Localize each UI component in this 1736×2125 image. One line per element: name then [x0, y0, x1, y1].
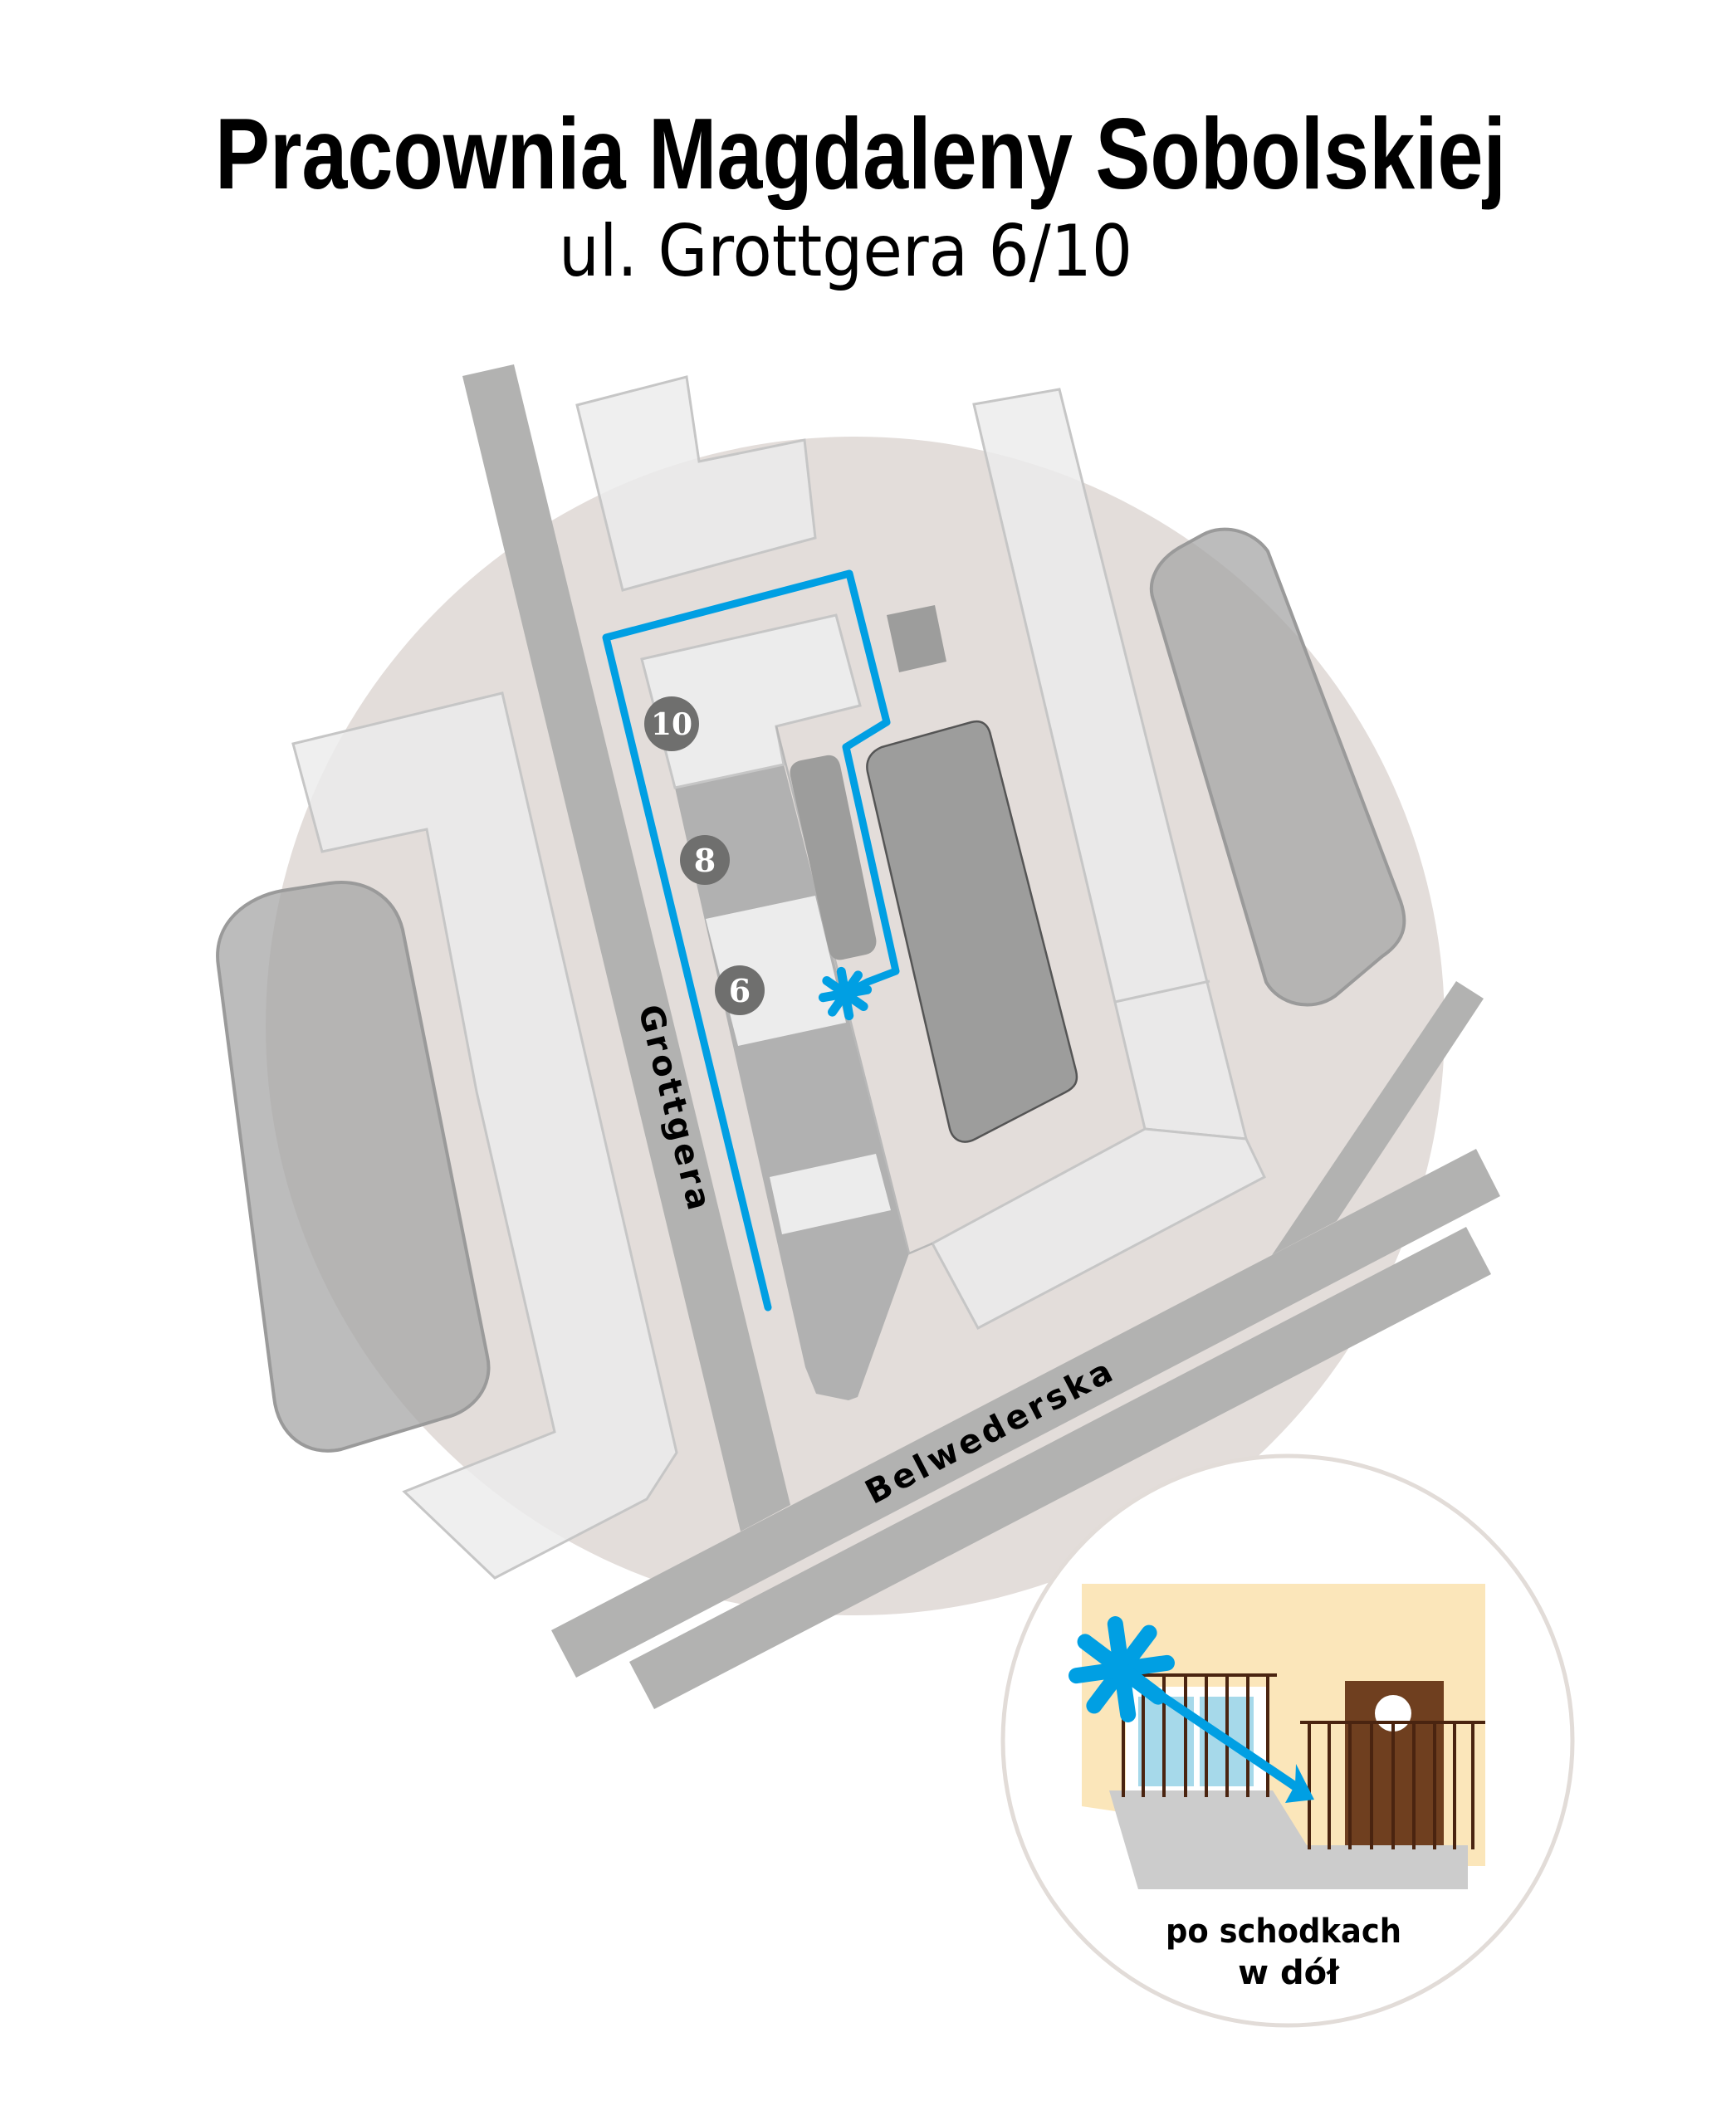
inset-stairs	[1109, 1790, 1468, 1889]
building-north	[575, 375, 817, 592]
inset-railing-lower	[1300, 1721, 1485, 1849]
building-annex	[790, 755, 877, 960]
building-east-divider	[1114, 979, 1210, 1004]
badge-10-label: 10	[651, 707, 692, 742]
building-west-block	[216, 881, 491, 1453]
address-subtitle: ul. Grottgera 6/10	[559, 210, 1132, 293]
map: 10 8 6 Grottgera Belwederska	[216, 364, 1500, 1709]
building-west-l	[291, 691, 678, 1580]
road-belwederska-upper	[551, 1149, 1500, 1678]
badge-8-label: 8	[694, 842, 716, 879]
inset-caption-line2: w dół	[1238, 1954, 1340, 1992]
road-grottgera	[462, 364, 790, 1531]
page-title: Pracownia Magdaleny Sobolskiej	[215, 97, 1506, 210]
asterisk-icon	[818, 966, 873, 1021]
walking-route	[602, 569, 900, 1312]
badge-10: 10	[644, 696, 699, 751]
entrance-inset: po schodkach w dół	[1000, 1453, 1575, 2028]
inset-caption-line1: po schodkach	[1166, 1912, 1401, 1951]
road-diagonal	[1272, 981, 1484, 1255]
building-courtyard-block	[866, 721, 1078, 1143]
building-south-band	[770, 1154, 891, 1234]
building-east-block	[1149, 527, 1406, 1007]
asterisk-icon-inset	[1068, 1616, 1175, 1722]
building-kiosk	[887, 605, 946, 672]
building-southeast	[930, 1127, 1266, 1331]
badge-6-label: 6	[729, 972, 751, 1009]
badge-8: 8	[680, 835, 730, 885]
road-belwederska-lower	[629, 1227, 1491, 1709]
badge-6: 6	[715, 965, 765, 1015]
